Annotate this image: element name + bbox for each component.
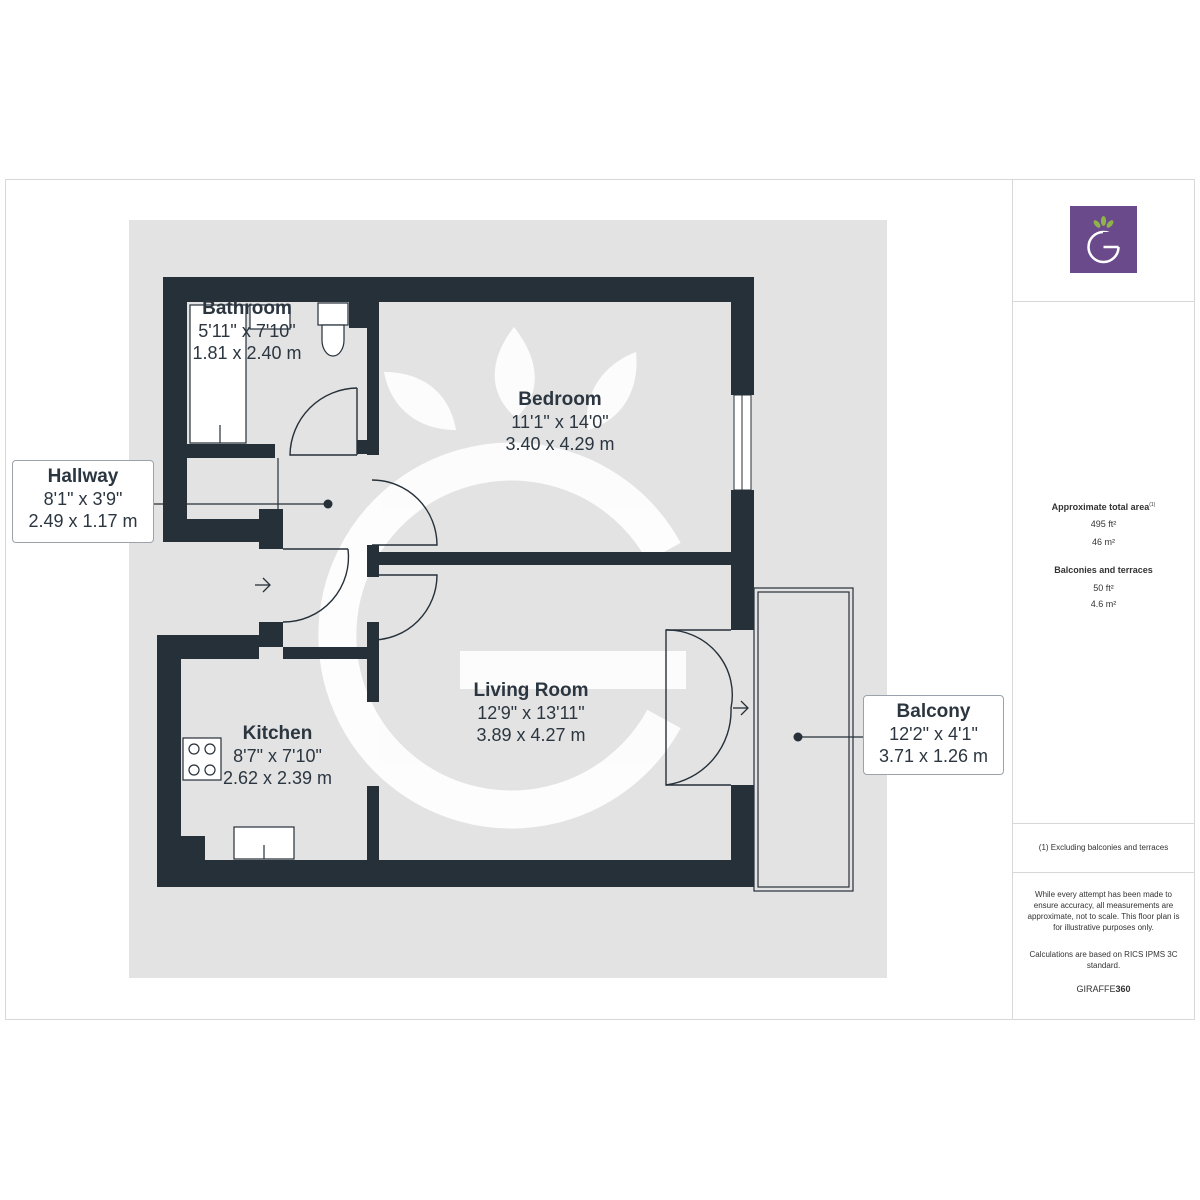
total-area-title: Approximate total area bbox=[1051, 502, 1150, 512]
brand-wordmark: GIRAFFE360 bbox=[1012, 983, 1195, 995]
hallway-marker bbox=[323, 499, 333, 509]
room-dims-metric: 3.40 x 4.29 m bbox=[505, 434, 615, 454]
room-dims-metric: 2.49 x 1.17 m bbox=[28, 511, 138, 531]
balconies-m: 4.6 m² bbox=[1090, 599, 1117, 609]
room-label-kitchen: Kitchen 8'7" x 7'10" 2.62 x 2.39 m bbox=[190, 723, 365, 789]
room-dims-imperial: 12'2" x 4'1" bbox=[889, 724, 978, 744]
room-dims-metric: 3.71 x 1.26 m bbox=[878, 746, 989, 766]
room-dims-imperial: 11'1" x 14'0" bbox=[511, 412, 609, 432]
room-dims-imperial: 12'9" x 13'11" bbox=[477, 703, 585, 723]
balconies-ft: 50 ft² bbox=[1093, 583, 1114, 593]
callout-hallway: Hallway 8'1" x 3'9" 2.49 x 1.17 m bbox=[12, 460, 154, 543]
room-label-bedroom: Bedroom 11'1" x 14'0" 3.40 x 4.29 m bbox=[470, 389, 650, 455]
room-name: Bathroom bbox=[202, 298, 292, 319]
balcony-marker bbox=[793, 732, 803, 742]
balcony-outline bbox=[753, 587, 854, 892]
brand-light: GIRAFFE bbox=[1076, 984, 1116, 994]
room-dims-metric: 2.62 x 2.39 m bbox=[222, 768, 333, 788]
plan-frame bbox=[5, 179, 1195, 1020]
room-dims-imperial: 8'1" x 3'9" bbox=[43, 489, 123, 509]
total-area-m: 46 m² bbox=[1091, 537, 1115, 547]
door-swings bbox=[282, 387, 734, 786]
panel-divider bbox=[1012, 872, 1195, 873]
disclaimer: While every attempt has been made to ens… bbox=[1027, 890, 1180, 932]
total-area-heading: Approximate total area(1) bbox=[1012, 499, 1195, 513]
info-panel bbox=[1012, 179, 1195, 1020]
walls bbox=[157, 277, 754, 887]
room-name: Kitchen bbox=[242, 723, 313, 744]
room-dims-imperial: 5'11" x 7'10" bbox=[198, 321, 296, 341]
kitchen-fixtures bbox=[182, 737, 295, 860]
footnote-mark: (1) bbox=[1149, 502, 1156, 508]
panel-divider bbox=[1012, 301, 1195, 302]
toilet-bowl bbox=[321, 324, 345, 357]
brand-bold: 360 bbox=[1115, 984, 1131, 994]
room-label-living-room: Living Room 12'9" x 13'11" 3.89 x 4.27 m bbox=[441, 680, 621, 746]
callout-balcony: Balcony 12'2" x 4'1" 3.71 x 1.26 m bbox=[863, 695, 1004, 775]
room-dims-imperial: 8'7" x 7'10" bbox=[233, 746, 322, 766]
room-name: Balcony bbox=[896, 701, 971, 722]
room-dims-metric: 1.81 x 2.40 m bbox=[192, 343, 302, 363]
balconies-title: Balconies and terraces bbox=[1054, 565, 1153, 575]
callout-leaders bbox=[153, 503, 863, 738]
footnote: (1) Excluding balconies and terraces bbox=[1038, 843, 1169, 852]
total-area-ft: 495 ft² bbox=[1090, 519, 1117, 529]
windows bbox=[733, 394, 752, 491]
bathroom-fixtures bbox=[189, 302, 349, 512]
entry-arrows bbox=[255, 577, 749, 716]
calculations-note: Calculations are based on RICS IPMS 3C s… bbox=[1029, 950, 1178, 970]
room-name: Hallway bbox=[47, 466, 119, 487]
floor-plan bbox=[129, 220, 887, 978]
room-label-bathroom: Bathroom 5'11" x 7'10" 1.81 x 2.40 m bbox=[162, 298, 332, 364]
panel-divider bbox=[1012, 823, 1195, 824]
watermark-logo bbox=[318, 327, 686, 829]
room-name: Bedroom bbox=[518, 389, 602, 410]
room-dims-metric: 3.89 x 4.27 m bbox=[476, 725, 586, 745]
room-name: Living Room bbox=[473, 680, 589, 701]
brand-logo bbox=[1070, 206, 1137, 273]
